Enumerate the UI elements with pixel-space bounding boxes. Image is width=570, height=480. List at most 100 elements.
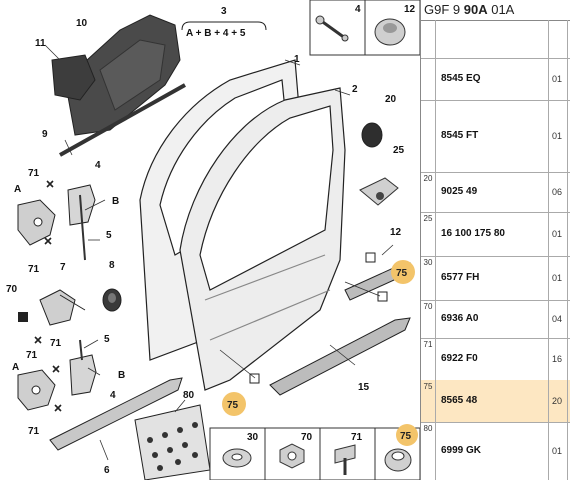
svg-text:75: 75 (400, 431, 412, 442)
insulator-11[interactable] (51, 54, 96, 101)
row-ref-cell: 75 (421, 380, 436, 422)
row-quantity: 01 (552, 229, 563, 239)
row-ref-cell: 25 (421, 212, 436, 256)
row-edge (567, 380, 568, 422)
grommet-8[interactable] (102, 288, 122, 312)
row-part-number[interactable]: 6577 FH (441, 272, 480, 283)
table-row[interactable]: 8545 EQ 01 (421, 58, 570, 101)
table-row[interactable]: 75 8565 48 20 (421, 380, 570, 423)
qty-divider (548, 300, 549, 338)
wrench-4[interactable] (315, 15, 349, 42)
part-25[interactable] (359, 177, 399, 206)
plug-12[interactable] (374, 18, 406, 46)
leader-lines (44, 44, 394, 461)
hinge-lower-A[interactable] (17, 369, 56, 411)
row-part-number[interactable]: 6936 A0 (441, 313, 479, 324)
row-edge (567, 212, 568, 256)
callout-4-box: 4 (355, 4, 361, 15)
qty-divider (548, 380, 549, 422)
callout-4: 4 (95, 160, 101, 171)
clip-75-square-upper[interactable] (377, 291, 388, 302)
callout-20: 20 (385, 94, 397, 105)
door-panel-2[interactable] (179, 87, 346, 391)
badge-75-lower[interactable]: 75 (222, 392, 246, 416)
sill-strip-6[interactable] (49, 377, 183, 451)
catalog-suffix: 01A (487, 2, 515, 17)
callout-70-box: 70 (301, 432, 313, 443)
row-quantity: 06 (552, 187, 563, 197)
hinge-upper-A[interactable] (17, 199, 56, 246)
clip-75[interactable] (384, 448, 412, 472)
row-ref-cell: 70 (421, 300, 436, 338)
box-4 (309, 0, 366, 56)
row-quantity: 01 (552, 74, 563, 84)
svg-text:75: 75 (227, 400, 239, 411)
hinge-pin-upper[interactable] (79, 194, 86, 261)
callout-2: 2 (352, 84, 358, 95)
row-edge (567, 300, 568, 338)
badge-75-upper[interactable]: 75 (391, 260, 415, 284)
callouts: 1 2 3 A + B + 4 + 5 4 4 4 5 5 6 7 8 9 10… (6, 4, 416, 476)
callout-80: 80 (183, 390, 195, 401)
callout-7: 7 (60, 262, 66, 273)
row-part-number[interactable]: 6922 F0 (441, 353, 478, 364)
hinge-lower-B[interactable] (69, 354, 97, 396)
callout-12: 12 (390, 227, 402, 238)
row-part-number[interactable]: 8545 FT (441, 130, 479, 141)
kit-80[interactable] (134, 404, 211, 480)
callout-30: 30 (247, 432, 259, 443)
callout-4-lower: 4 (110, 390, 116, 401)
insulator-10[interactable] (64, 14, 181, 136)
callout-B2: B (118, 370, 125, 381)
moulding-15[interactable] (269, 317, 411, 396)
cap-20[interactable] (361, 122, 383, 148)
row-edge (567, 338, 568, 380)
row-part-number[interactable]: 6999 GK (441, 445, 482, 456)
row-part-number[interactable]: 9025 49 (441, 186, 478, 197)
table-row[interactable]: 8545 FT 01 (421, 100, 570, 173)
row-quantity: 16 (552, 354, 563, 364)
strip-9[interactable] (59, 83, 186, 157)
qty-divider (548, 338, 549, 380)
qty-divider (548, 256, 549, 300)
callout-B1: B (112, 196, 119, 207)
callout-6: 6 (104, 465, 110, 476)
clip-75-square-lower[interactable] (249, 373, 260, 384)
row-part-number[interactable]: 8565 48 (441, 395, 478, 406)
table-row[interactable]: 25 16 100 175 80 01 (421, 212, 570, 257)
washer-30[interactable] (222, 448, 252, 468)
clip-12-square[interactable] (365, 252, 376, 263)
check-strap-7[interactable] (39, 289, 86, 326)
row-quantity: 01 (552, 446, 563, 456)
row-quantity: 01 (552, 131, 563, 141)
box-12 (364, 0, 420, 56)
callout-71a: 71 (28, 168, 40, 179)
callout-25: 25 (393, 145, 405, 156)
callout-71d: 71 (26, 350, 38, 361)
row-edge (567, 100, 568, 172)
nut-70[interactable] (279, 443, 305, 469)
callout-71b: 71 (28, 264, 40, 275)
callout-10: 10 (76, 18, 88, 29)
callout-12-box: 12 (404, 4, 416, 15)
qty-divider (548, 20, 549, 58)
clip-70[interactable] (18, 312, 28, 322)
callout-5: 5 (106, 230, 112, 241)
callout-71-box: 71 (351, 432, 363, 443)
badge-75-box[interactable]: 75 (396, 424, 418, 446)
svg-text:75: 75 (396, 268, 408, 279)
row-part-number[interactable]: 16 100 175 80 (441, 228, 505, 239)
row-part-number[interactable]: 8545 EQ (441, 73, 481, 84)
hinge-pin-lower[interactable] (79, 339, 83, 361)
bolt-71[interactable] (334, 444, 356, 475)
row-quantity: 20 (552, 396, 563, 406)
callout-3-formula: A + B + 4 + 5 (186, 28, 246, 39)
qty-divider (548, 100, 549, 172)
row-edge (567, 422, 568, 480)
